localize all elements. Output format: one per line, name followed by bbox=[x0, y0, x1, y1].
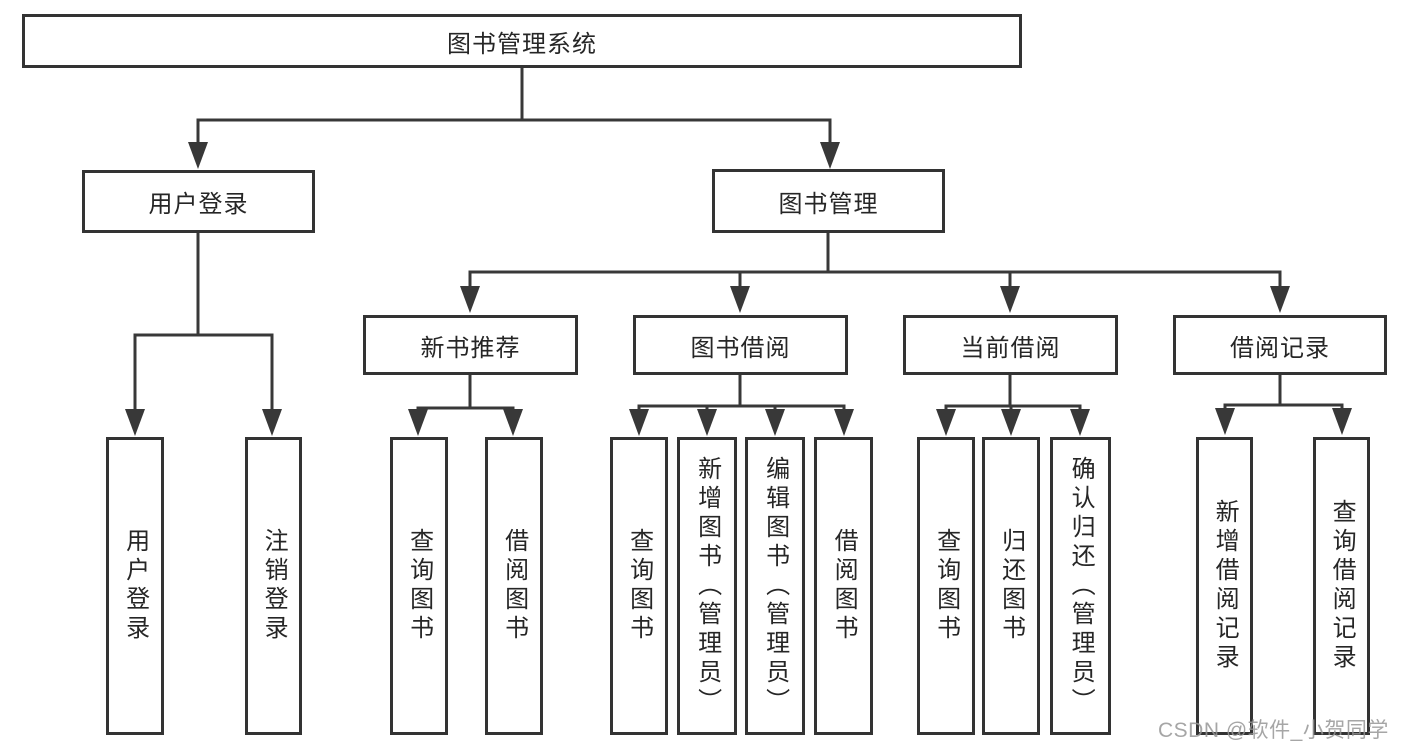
arrow-icon bbox=[765, 409, 785, 436]
node-label: 借阅记录 bbox=[1230, 334, 1330, 362]
arrow-icon bbox=[820, 142, 840, 169]
arrow-icon bbox=[834, 409, 854, 436]
leaf-logout: 注销登录 bbox=[245, 437, 302, 735]
node-book-borrowing: 图书借阅 bbox=[633, 315, 848, 375]
node-current-borrowing: 当前借阅 bbox=[903, 315, 1118, 375]
leaf-label: 归还图书 bbox=[997, 528, 1025, 644]
node-label: 图书管理系统 bbox=[447, 30, 597, 58]
arrow-icon bbox=[1270, 286, 1290, 313]
leaf-label: 确认归还（管理员） bbox=[1067, 455, 1095, 717]
leaf-label: 借阅图书 bbox=[830, 528, 858, 644]
arrow-icon bbox=[730, 286, 750, 313]
arrow-icon bbox=[1215, 408, 1235, 435]
leaf-label: 注销登录 bbox=[260, 528, 288, 644]
leaf-borrowing-borrow-books: 借阅图书 bbox=[814, 437, 873, 735]
leaf-user-login: 用户登录 bbox=[106, 437, 164, 735]
arrow-icon bbox=[629, 409, 649, 436]
leaf-label: 查询借阅记录 bbox=[1328, 499, 1356, 673]
node-label: 图书管理 bbox=[778, 190, 879, 218]
node-book-management: 图书管理 bbox=[712, 169, 945, 233]
arrow-icon bbox=[697, 409, 717, 436]
leaf-current-query-books: 查询图书 bbox=[917, 437, 975, 735]
leaf-label: 新增图书（管理员） bbox=[693, 455, 721, 717]
leaf-current-return-books: 归还图书 bbox=[982, 437, 1040, 735]
node-user-login: 用户登录 bbox=[82, 170, 315, 233]
arrow-icon bbox=[1001, 409, 1021, 436]
arrow-icon bbox=[125, 409, 145, 436]
leaf-current-confirm-return-admin: 确认归还（管理员） bbox=[1050, 437, 1111, 735]
edge-newbook-rail bbox=[416, 406, 515, 411]
arrow-icon bbox=[188, 142, 208, 169]
leaf-label: 查询图书 bbox=[405, 528, 433, 644]
node-label: 新书推荐 bbox=[420, 334, 521, 362]
arrow-icon bbox=[503, 409, 523, 436]
leaf-records-query-borrow-record: 查询借阅记录 bbox=[1313, 437, 1370, 735]
arrow-icon bbox=[1000, 286, 1020, 313]
leaf-label: 查询图书 bbox=[625, 528, 653, 644]
leaf-label: 用户登录 bbox=[121, 528, 149, 644]
arrowheads bbox=[125, 142, 1352, 436]
node-label: 用户登录 bbox=[148, 191, 249, 218]
arrow-icon bbox=[1070, 409, 1090, 436]
leaf-borrowing-query-books: 查询图书 bbox=[610, 437, 668, 735]
leaf-records-add-borrow-record: 新增借阅记录 bbox=[1196, 437, 1253, 735]
leaf-newbook-query-books: 查询图书 bbox=[390, 437, 448, 735]
arrow-icon bbox=[460, 286, 480, 313]
node-new-book-recommend: 新书推荐 bbox=[363, 315, 578, 375]
arrow-icon bbox=[1332, 408, 1352, 435]
arrow-icon bbox=[408, 409, 428, 436]
node-label: 当前借阅 bbox=[960, 334, 1061, 362]
leaf-label: 借阅图书 bbox=[500, 528, 528, 644]
edge-userlogin-rail bbox=[133, 333, 274, 411]
edge-borrowrec-rail bbox=[1223, 403, 1344, 409]
arrow-icon bbox=[262, 409, 282, 436]
node-label: 图书借阅 bbox=[690, 334, 791, 362]
edge-root-rail bbox=[196, 118, 832, 144]
leaf-label: 编辑图书（管理员） bbox=[761, 455, 789, 717]
edge-bookborrow-rail bbox=[637, 404, 846, 410]
edge-currborrow-rail bbox=[944, 404, 1082, 410]
watermark-csdn: CSDN @软件_小贺同学 bbox=[1158, 719, 1389, 742]
leaf-borrowing-add-books-admin: 新增图书（管理员） bbox=[677, 437, 737, 735]
leaf-label: 新增借阅记录 bbox=[1211, 499, 1239, 673]
node-borrowing-records: 借阅记录 bbox=[1173, 315, 1387, 375]
arrow-icon bbox=[936, 409, 956, 436]
edge-bookmgmt-rail bbox=[468, 270, 1282, 288]
leaf-newbook-borrow-books: 借阅图书 bbox=[485, 437, 543, 735]
node-library-system: 图书管理系统 bbox=[22, 14, 1022, 68]
leaf-label: 查询图书 bbox=[932, 528, 960, 644]
leaf-borrowing-edit-books-admin: 编辑图书（管理员） bbox=[745, 437, 805, 735]
